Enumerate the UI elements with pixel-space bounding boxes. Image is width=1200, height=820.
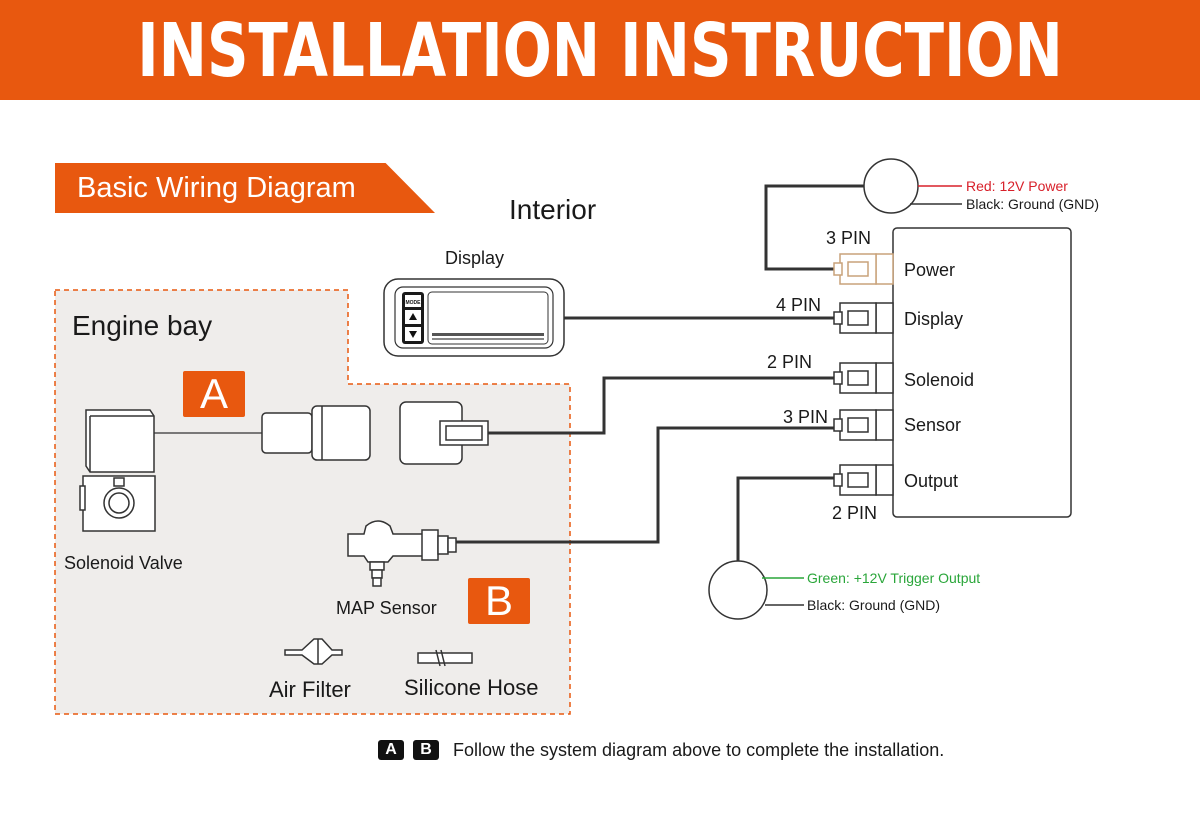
controller-connectors [833,253,894,496]
silicone-hose-label: Silicone Hose [404,675,539,700]
footer-badge-b: B [413,740,439,760]
pin-label-output: 2 PIN [832,503,878,523]
port-label-power: Power [904,260,956,280]
sensor-connector [833,409,894,441]
up-arrow-icon [409,313,417,320]
solenoid-harness-plug [399,401,489,465]
pin-label-display: 4 PIN [776,295,822,315]
silicone-hose [417,649,473,667]
air-filter [284,638,343,665]
display-label: Display [445,248,505,268]
section-ribbon: Basic Wiring Diagram [55,163,435,213]
pin-label-solenoid: 2 PIN [767,352,813,372]
port-label-solenoid: Solenoid [904,370,975,390]
footer-text: Follow the system diagram above to compl… [453,740,945,760]
mode-button-label: MODE [406,300,422,306]
down-arrow-icon [409,331,417,338]
black-output-wire-label: Black: Ground (GND) [807,597,941,613]
output-connector [833,464,894,496]
air-filter-label: Air Filter [269,677,351,702]
wires [456,184,864,562]
solenoid-valve [79,409,156,532]
page-title: INSTALLATION INSTRUCTION [137,8,1063,94]
port-label-sensor: Sensor [904,415,962,435]
engine-bay-label: Engine bay [72,310,213,341]
solenoid-connector [833,362,894,394]
solenoid-plug [261,405,371,461]
badge-a: A [183,371,245,417]
footer-badge-a: A [378,740,404,760]
sensor-wire [456,426,838,544]
display-device: MODE [383,278,565,357]
section-title: Basic Wiring Diagram [77,172,356,204]
solenoid-wire [488,376,838,435]
interior-label: Interior [509,194,597,225]
power-supply-circle [863,158,919,214]
badge-b: B [468,578,530,624]
green-wire-label: Green: +12V Trigger Output [807,570,981,586]
pin-label-power: 3 PIN [826,228,872,248]
pin-label-sensor: 3 PIN [783,407,829,427]
port-label-display: Display [904,309,964,329]
output-wire [736,476,838,562]
output-device-circle [708,560,768,620]
map-sensor [347,520,457,587]
port-label-output: Output [904,471,959,491]
black-power-wire-label: Black: Ground (GND) [966,196,1100,212]
header-banner: INSTALLATION INSTRUCTION [0,0,1200,100]
map-sensor-label: MAP Sensor [336,598,437,618]
red-wire-label: Red: 12V Power [966,178,1068,194]
display-connector [833,302,894,334]
power-connector [833,253,894,285]
power-wire [764,184,864,271]
solenoid-valve-label: Solenoid Valve [64,553,183,573]
